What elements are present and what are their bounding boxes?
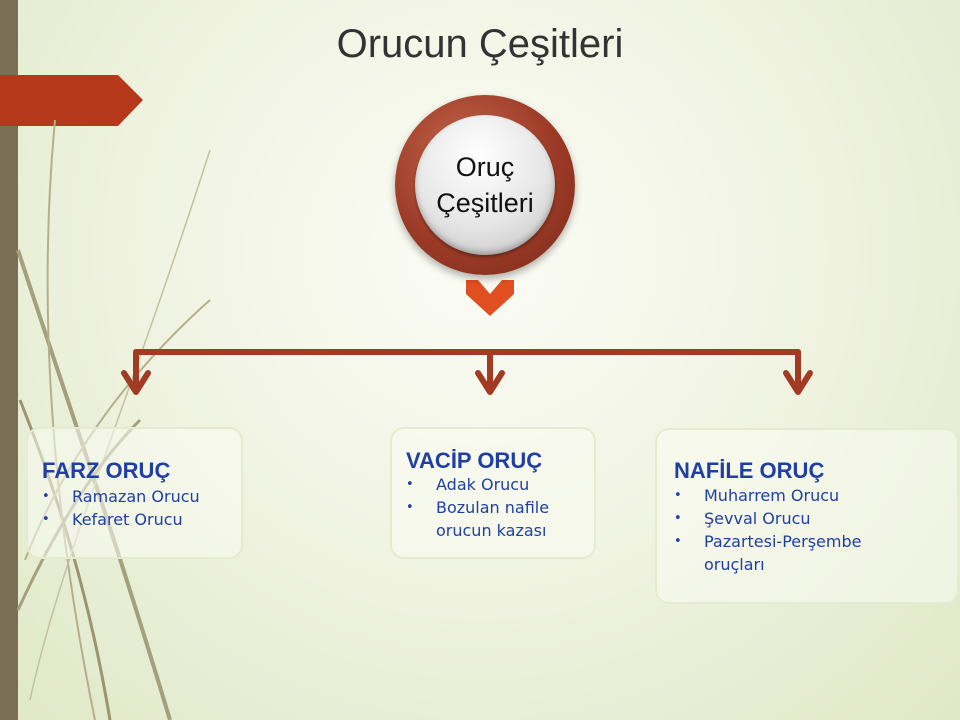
category-list-nafile: Muharrem Orucu Şevval Orucu Pazartesi-Pe… [674, 484, 924, 576]
grass-strand [46, 119, 96, 720]
list-item: Şevval Orucu [674, 507, 924, 530]
grass-strand [29, 149, 211, 701]
list-item: Bozulan nafile orucun kazası [406, 496, 581, 542]
category-list-vacip: Adak Orucu Bozulan nafile orucun kazası [406, 473, 581, 542]
list-item: Ramazan Orucu [42, 485, 242, 508]
down-chevron-icon [466, 280, 514, 316]
category-list-farz: Ramazan Orucu Kefaret Orucu [42, 485, 242, 531]
list-item: Muharrem Orucu [674, 484, 924, 507]
connector-lines [133, 349, 801, 388]
list-item: Adak Orucu [406, 473, 581, 496]
list-item: Kefaret Orucu [42, 508, 242, 531]
category-title-nafile: NAFİLE ORUÇ [674, 458, 825, 483]
left-side-bar [0, 0, 18, 720]
corner-arrow-banner [0, 75, 143, 126]
category-title-vacip: VACİP ORUÇ [406, 448, 543, 473]
center-node: Oruç Çeşitleri [395, 95, 575, 275]
list-item: Pazartesi-Perşembe oruçları [674, 530, 924, 576]
down-arrow-icon [121, 370, 813, 395]
center-node-label: Oruç Çeşitleri [436, 152, 534, 218]
center-node-inner: Oruç Çeşitleri [415, 115, 555, 255]
category-title-farz: FARZ ORUÇ [42, 458, 171, 483]
slide-title: Orucun Çeşitleri [336, 22, 624, 66]
